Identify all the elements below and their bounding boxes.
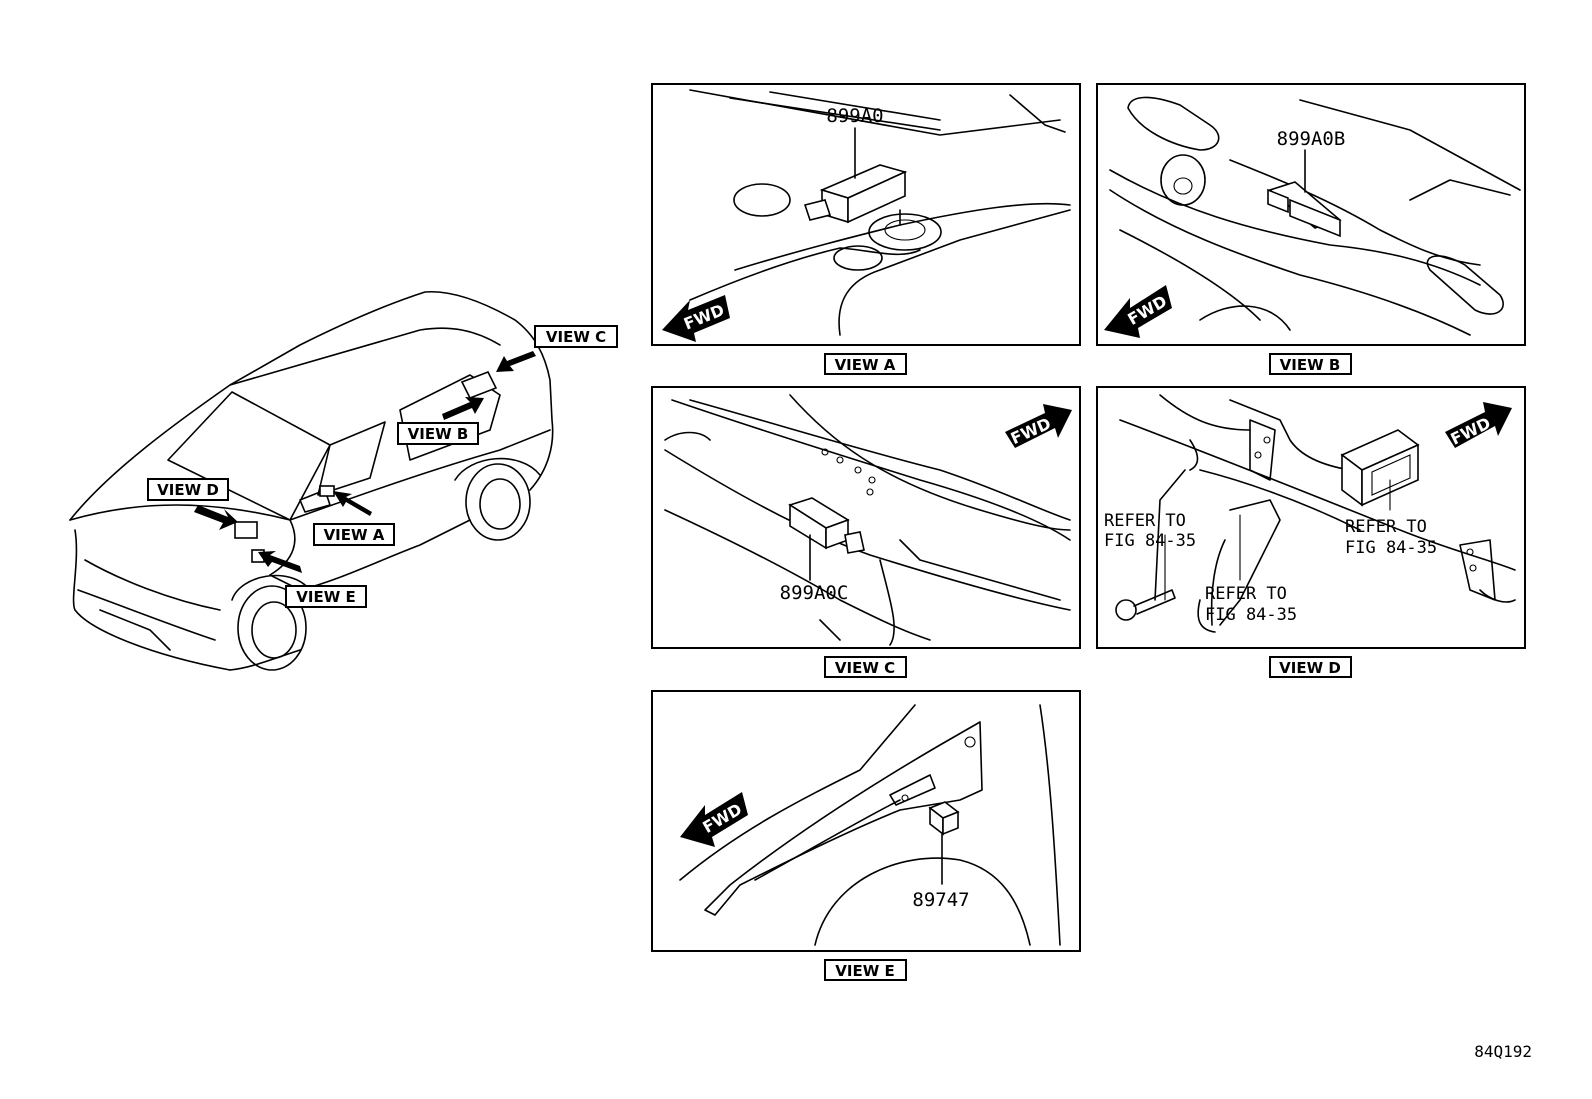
figure-code: 84Q192 [1474,1042,1532,1061]
view-c-caption: VIEW C [824,656,907,678]
view-e-caption-label: VIEW E [835,962,894,980]
view-d-refer-3-line-2: FIG 84-35 [1205,605,1297,625]
view-a-panel: 899A0 FWD [651,83,1081,346]
view-c-part-number: 899A0C [780,582,849,604]
view-a-fwd-arrow: FWD [662,295,730,342]
view-d-refer-2-line-1: REFER TO [1345,517,1427,537]
view-d-panel: REFER TO FIG 84-35 REFER TO FIG 84-35 RE… [1096,386,1526,649]
callout-view-d-label: VIEW D [157,481,219,499]
view-a-caption-label: VIEW A [835,356,896,374]
view-e-caption: VIEW E [824,959,907,981]
callout-view-e: VIEW E [285,585,367,608]
view-c-panel: 899A0C FWD [651,386,1081,649]
callout-view-b-label: VIEW B [408,425,469,443]
callout-view-d: VIEW D [147,478,229,501]
view-d-refer-1-line-1: REFER TO [1104,511,1186,531]
view-b-caption-label: VIEW B [1280,356,1341,374]
callout-view-c: VIEW C [534,325,618,348]
callout-view-a-label: VIEW A [324,526,385,544]
view-c-caption-label: VIEW C [835,659,895,677]
view-d-refer-3-line-1: REFER TO [1205,584,1287,604]
view-a-caption: VIEW A [824,353,907,375]
view-d-caption-label: VIEW D [1279,659,1341,677]
vehicle-overview [69,290,554,671]
view-a-part-number: 899A0 [826,105,883,127]
callout-view-b: VIEW B [397,422,479,445]
callout-view-a: VIEW A [313,523,395,546]
view-b-part-number: 899A0B [1277,128,1346,150]
view-b-caption: VIEW B [1269,353,1352,375]
view-e-panel: 89747 FWD [651,690,1081,952]
callout-view-e-label: VIEW E [296,588,355,606]
view-e-part-number: 89747 [912,889,969,911]
view-d-refer-1-line-2: FIG 84-35 [1104,531,1196,551]
callout-view-c-label: VIEW C [546,328,606,346]
view-d-refer-2-line-2: FIG 84-35 [1345,538,1437,558]
view-b-panel: 899A0B FWD [1096,83,1526,346]
view-d-caption: VIEW D [1269,656,1352,678]
